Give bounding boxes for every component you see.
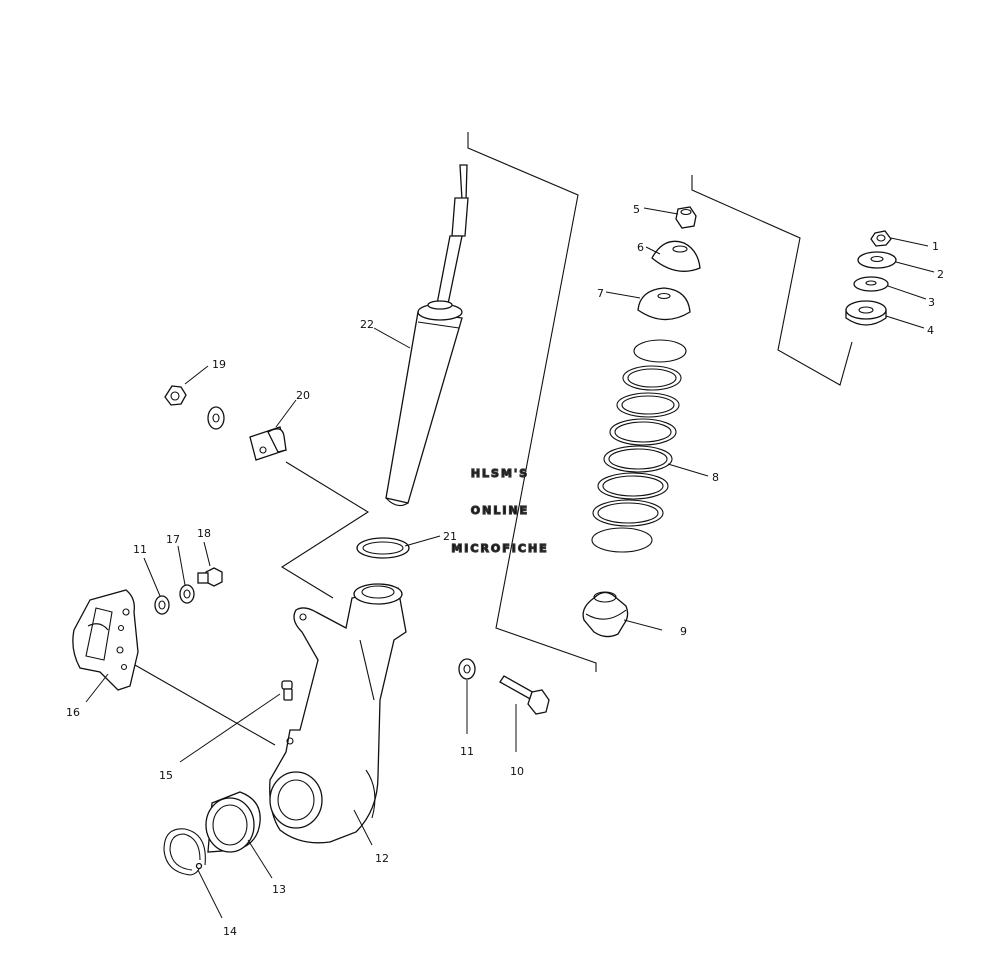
spring-retainer [637, 287, 691, 321]
spring-seat-nut [675, 206, 697, 229]
caliper-hardware [154, 567, 223, 615]
brake-caliper [72, 589, 139, 691]
callout-7: 7 [597, 287, 604, 300]
callout-11-caliper: 11 [133, 543, 147, 556]
coil-spring [591, 339, 687, 553]
callout-1: 1 [932, 240, 939, 253]
callout-15: 15 [159, 769, 173, 782]
callout-17: 17 [166, 533, 180, 546]
watermark: HLSM'S ONLINE MICROFICHE [451, 466, 548, 555]
watermark-line-2: ONLINE [471, 504, 529, 517]
brake-line-clip [249, 426, 287, 461]
mount-washer-and-bolt [458, 658, 550, 715]
top-bushing [845, 300, 887, 326]
callout-5: 5 [633, 203, 640, 216]
callout-13: 13 [272, 883, 286, 896]
watermark-line-1: HLSM'S [471, 467, 529, 480]
callout-2: 2 [937, 268, 944, 281]
upper-spring-seat [651, 240, 701, 272]
snap-ring [163, 828, 206, 876]
callout-21: 21 [443, 530, 457, 543]
callout-19: 19 [212, 358, 226, 371]
top-nut [870, 230, 892, 247]
callout-12: 12 [375, 852, 389, 865]
callout-14: 14 [223, 925, 237, 938]
callout-11-lower: 11 [460, 745, 474, 758]
callout-4: 4 [927, 324, 934, 337]
assembly-bracket-lines [127, 132, 853, 746]
callout-9: 9 [680, 625, 687, 638]
locknut-and-washer [164, 385, 225, 430]
callout-16: 16 [66, 706, 80, 719]
callout-8: 8 [712, 471, 719, 484]
callout-18: 18 [197, 527, 211, 540]
o-ring [356, 537, 410, 559]
steering-knuckle [269, 583, 407, 844]
leader-lines [85, 207, 935, 919]
callout-10: 10 [510, 765, 524, 778]
watermark-line-3: MICROFICHE [451, 542, 548, 555]
strut-cartridge [385, 164, 469, 507]
callout-3: 3 [928, 296, 935, 309]
callout-22: 22 [360, 318, 374, 331]
bump-stop [582, 591, 629, 638]
callout-6: 6 [637, 241, 644, 254]
callout-labels: 1 2 3 4 5 6 7 8 9 10 11 11 12 13 14 15 1… [66, 203, 944, 938]
callout-20: 20 [296, 389, 310, 402]
bleeder-screw [281, 680, 293, 701]
wheel-bearing [205, 791, 261, 853]
top-washers [853, 251, 897, 292]
